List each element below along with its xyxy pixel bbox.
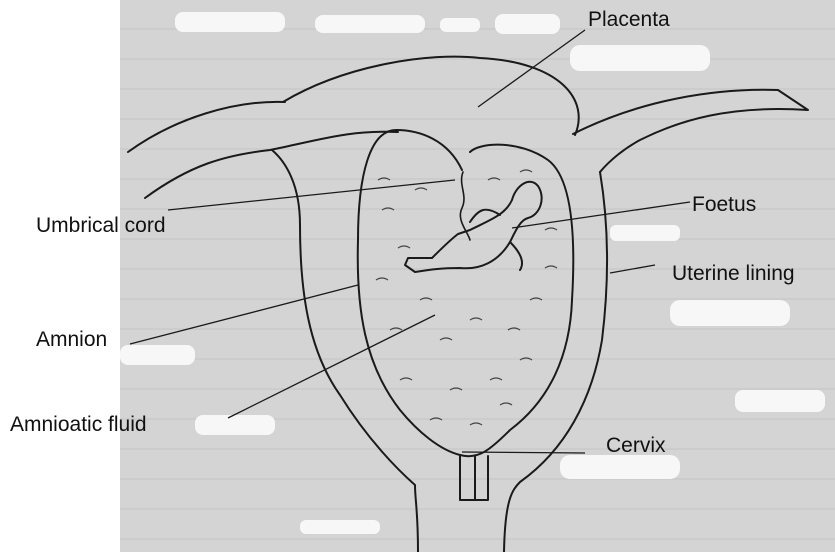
label-amnion: Amnion <box>36 328 107 352</box>
label-foetus: Foetus <box>692 193 756 217</box>
label-uterine-lining: Uterine lining <box>672 262 795 286</box>
label-amniotic-fluid: Amnioatic fluid <box>10 413 147 437</box>
label-umbilical-cord: Umbrical cord <box>36 214 166 238</box>
label-cervix: Cervix <box>606 434 666 458</box>
label-placenta: Placenta <box>588 8 670 32</box>
